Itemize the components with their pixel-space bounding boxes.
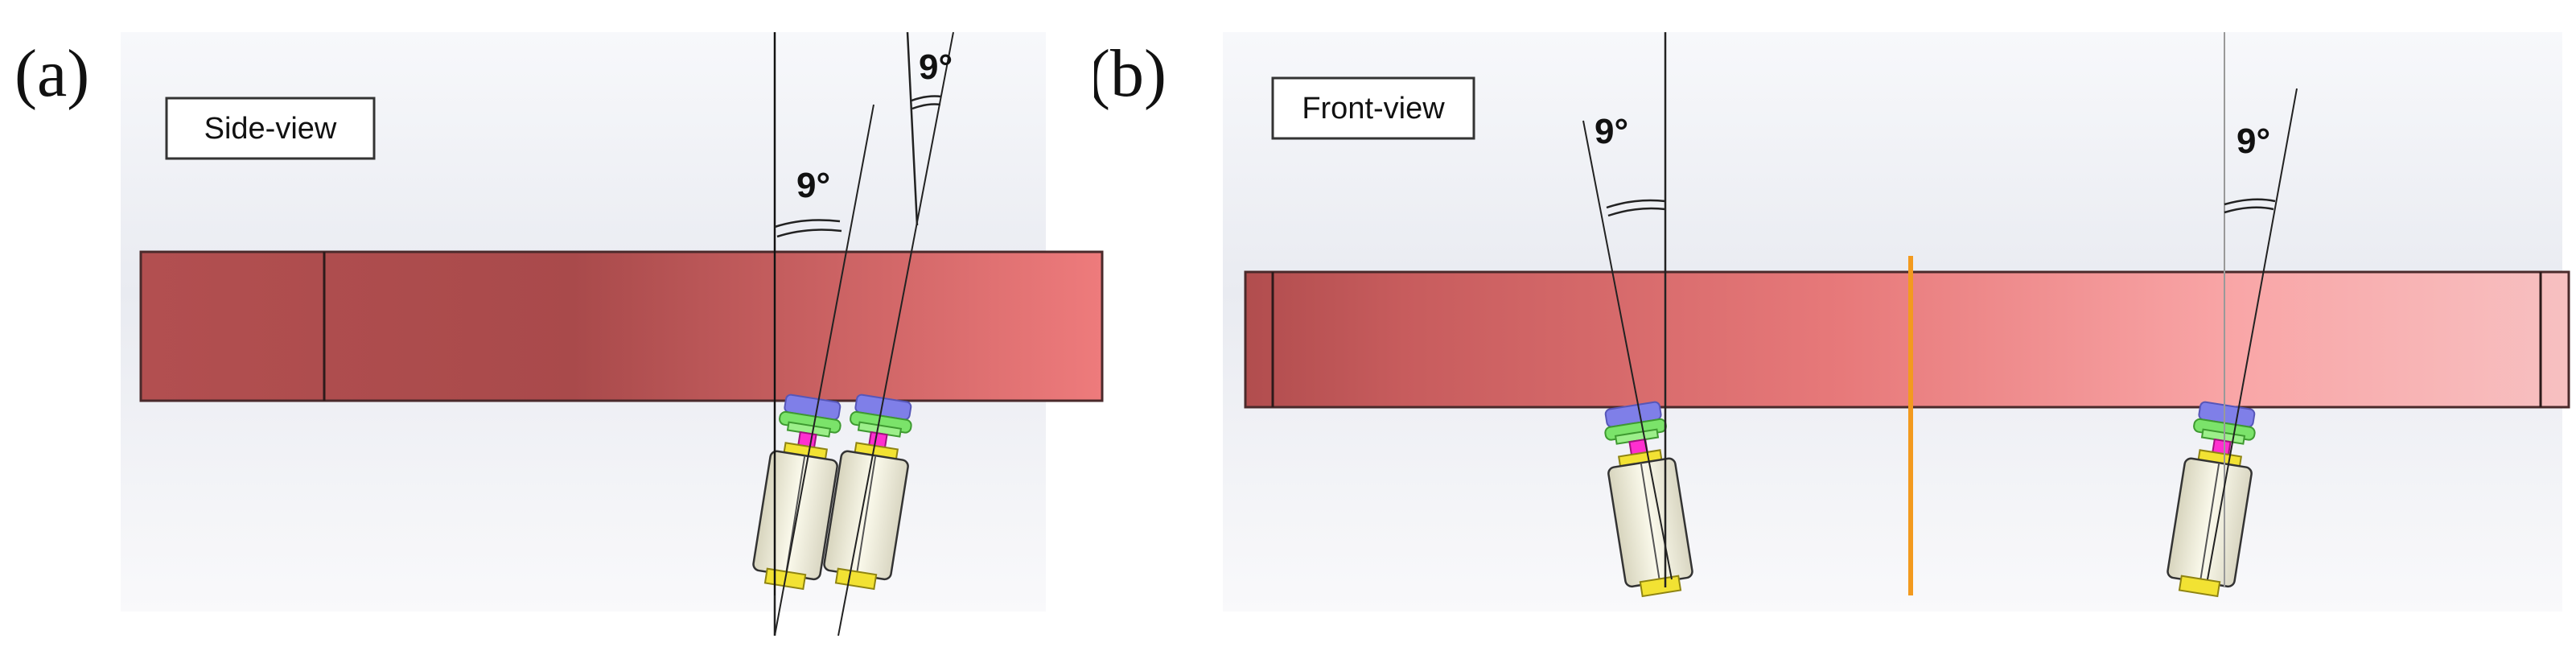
panel-a-angle-arc-left (774, 219, 841, 229)
panel-b: 9° 9° Front-view (1223, 32, 2570, 612)
panel-a-vertical-reference-line-2 (906, 31, 919, 226)
panel-a-plate (139, 250, 1104, 402)
panel-b-angle-arc-right (2224, 198, 2276, 206)
panel-b-angle-label-left: 9° (1595, 112, 1628, 151)
panel-a-angle-arc-right (911, 95, 942, 102)
panel-b-view-label-box (1271, 76, 1475, 140)
panel-a-view-label: Side-view (204, 112, 337, 146)
panel-a-letter: (a) (14, 36, 90, 111)
panel-a-tilted-axis-left (774, 104, 874, 636)
panel-b-view-label: Front-view (1302, 92, 1445, 126)
panel-b-plate (1244, 270, 2570, 409)
panel-a-view-label-box (165, 97, 376, 160)
panel-a-angle-label-right: 9° (919, 47, 953, 87)
panel-a: 9° 9° Side-view (121, 31, 1104, 636)
panel-a-white-corner (1046, 32, 1094, 149)
panel-b-angle-arc-left (1606, 199, 1666, 209)
panel-b-tilted-axis-left (1582, 120, 1673, 580)
panel-b-tilted-axis-right (2207, 88, 2298, 580)
panel-b-angle-label-right: 9° (2237, 122, 2270, 161)
panel-a-angle-label-left: 9° (796, 166, 830, 205)
panel-a-tilted-axis-right (837, 31, 954, 636)
panel-b-letter: (b) (1088, 36, 1167, 111)
